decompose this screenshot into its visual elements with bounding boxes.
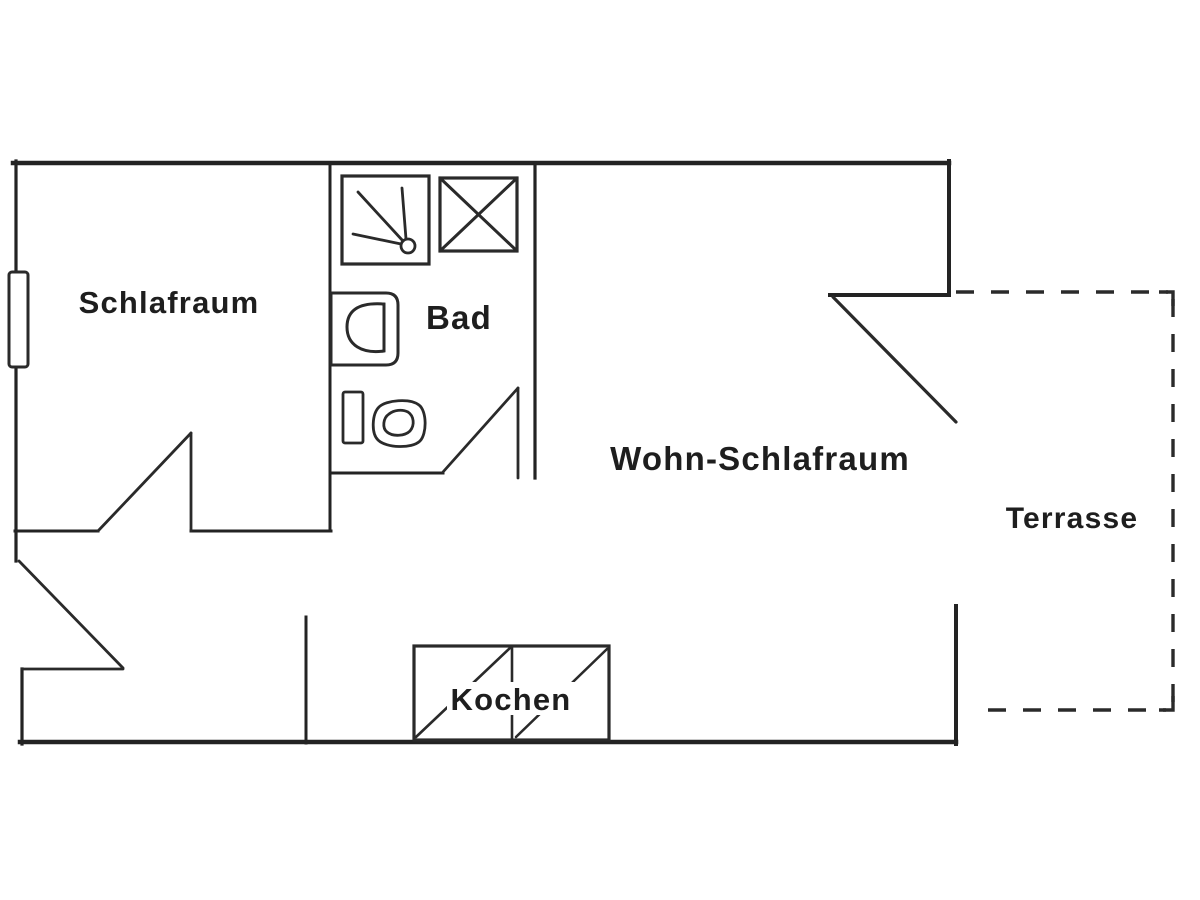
toilet-bowl-inner bbox=[382, 408, 415, 437]
shower-ray-3 bbox=[351, 232, 403, 246]
washbasin-bowl bbox=[345, 302, 386, 354]
crossed-square-diag-2 bbox=[438, 176, 519, 253]
room-label-schlafraum: Schlafraum bbox=[79, 285, 260, 320]
washbasin-icon bbox=[329, 291, 400, 367]
bad-door-swing bbox=[441, 386, 520, 474]
outer-walls bbox=[10, 159, 959, 746]
shower-spray-icon bbox=[340, 174, 431, 266]
door-markers bbox=[17, 295, 958, 671]
room-label-terrasse: Terrasse bbox=[1006, 502, 1138, 535]
window-marker bbox=[7, 270, 30, 369]
terrace-outline bbox=[956, 290, 1175, 712]
toilet-cistern bbox=[341, 390, 365, 445]
schlafraum-door-swing bbox=[96, 431, 193, 533]
shower-ray-1 bbox=[356, 190, 405, 243]
shower-ray-2 bbox=[400, 186, 408, 241]
terrace-corner-top-right bbox=[1159, 290, 1175, 306]
room-label-kochen: Kochen bbox=[451, 682, 572, 717]
toilet-icon bbox=[341, 390, 427, 448]
terrace-corners bbox=[1159, 290, 1175, 712]
toilet-bowl bbox=[371, 399, 427, 448]
washbasin-counter bbox=[329, 291, 400, 367]
kochen-label-backing bbox=[447, 682, 577, 715]
crossed-square-icon bbox=[438, 176, 519, 253]
entry-door-swing bbox=[17, 559, 125, 670]
terrace-door-swing bbox=[831, 295, 958, 424]
shower-tray bbox=[340, 174, 431, 266]
crossed-square-box bbox=[438, 176, 519, 253]
room-label-bad: Bad bbox=[426, 299, 492, 336]
shower-head bbox=[399, 237, 417, 255]
terrace-corner-bottom-right bbox=[1159, 696, 1175, 712]
room-label-wohn-schlafraum: Wohn-Schlafraum bbox=[610, 440, 910, 477]
